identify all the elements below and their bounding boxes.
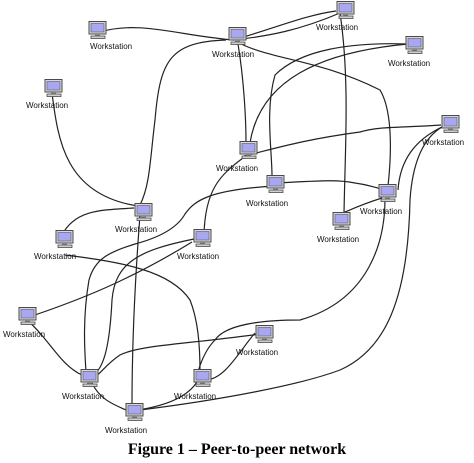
workstation-label: Workstation: [90, 42, 133, 51]
workstation-computer-icon: [405, 36, 424, 54]
connection-line: [237, 43, 247, 144]
connection-line: [64, 254, 201, 373]
workstation-computer-icon: [88, 21, 107, 39]
connection-line: [131, 214, 141, 406]
workstation-node: [193, 229, 213, 252]
workstation-label: Workstation: [236, 348, 279, 357]
workstation-node: [441, 115, 461, 138]
workstation-node: [80, 369, 100, 392]
workstation-node: [378, 184, 398, 207]
workstation-computer-icon: [55, 230, 74, 248]
workstation-node: [405, 36, 425, 59]
workstation-computer-icon: [228, 27, 247, 45]
workstation-node: [228, 27, 248, 50]
workstation-node: [44, 79, 64, 102]
workstation-node: [193, 369, 213, 392]
workstation-computer-icon: [266, 175, 285, 193]
workstation-label: Workstation: [115, 225, 158, 234]
workstation-computer-icon: [18, 307, 37, 325]
connection-line: [99, 27, 235, 41]
workstation-label: Workstation: [174, 392, 217, 401]
connection-line: [397, 126, 443, 191]
workstation-label: Workstation: [62, 392, 105, 401]
connection-line: [240, 43, 391, 187]
connection-line: [61, 207, 135, 236]
workstation-node: [125, 403, 145, 426]
workstation-label: Workstation: [3, 330, 46, 339]
workstation-label: Workstation: [212, 50, 255, 59]
workstation-label: Workstation: [422, 138, 465, 147]
workstation-label: Workstation: [246, 199, 289, 208]
workstation-node: [336, 1, 356, 24]
workstation-computer-icon: [134, 203, 153, 221]
workstation-computer-icon: [193, 229, 212, 247]
connection-line: [249, 43, 409, 144]
workstation-label: Workstation: [216, 164, 259, 173]
connection-line: [139, 126, 443, 411]
connection-line: [203, 157, 244, 236]
workstation-computer-icon: [441, 115, 460, 133]
connection-line: [243, 124, 442, 157]
workstation-computer-icon: [44, 79, 63, 97]
workstation-node: [134, 203, 154, 226]
workstation-node: [255, 325, 275, 348]
connection-line: [92, 332, 269, 379]
workstation-label: Workstation: [105, 426, 148, 435]
workstation-node: [239, 141, 259, 164]
workstation-computer-icon: [332, 212, 351, 230]
workstation-node: [332, 212, 352, 235]
workstation-node: [55, 230, 75, 253]
workstation-computer-icon: [255, 325, 274, 343]
workstation-label: Workstation: [26, 101, 69, 110]
connection-line: [25, 241, 193, 319]
connection-line: [25, 318, 83, 376]
connection-line: [51, 92, 139, 207]
connection-line: [137, 379, 199, 411]
workstation-computer-icon: [125, 403, 144, 421]
workstation-computer-icon: [80, 369, 99, 387]
workstation-label: Workstation: [34, 252, 77, 261]
workstation-node: [18, 307, 38, 330]
workstation-label: Workstation: [177, 252, 220, 261]
figure-caption: Figure 1 – Peer-to-peer network: [127, 441, 347, 458]
workstation-computer-icon: [193, 369, 212, 387]
connection-line: [276, 180, 383, 190]
workstation-node: [266, 175, 286, 198]
workstation-label: Workstation: [316, 23, 359, 32]
connection-line: [232, 12, 347, 215]
workstation-label: Workstation: [360, 207, 403, 216]
workstation-computer-icon: [378, 184, 397, 202]
workstation-computer-icon: [336, 1, 355, 19]
workstation-label: Workstation: [317, 235, 360, 244]
connection-line: [269, 43, 409, 177]
connection-line: [91, 382, 127, 411]
workstation-computer-icon: [239, 141, 258, 159]
connection-line: [83, 185, 275, 373]
workstation-label: Workstation: [388, 59, 431, 68]
connection-line: [91, 238, 195, 376]
connection-line: [197, 198, 386, 373]
connection-line: [139, 39, 227, 206]
workstation-node: [88, 21, 108, 44]
